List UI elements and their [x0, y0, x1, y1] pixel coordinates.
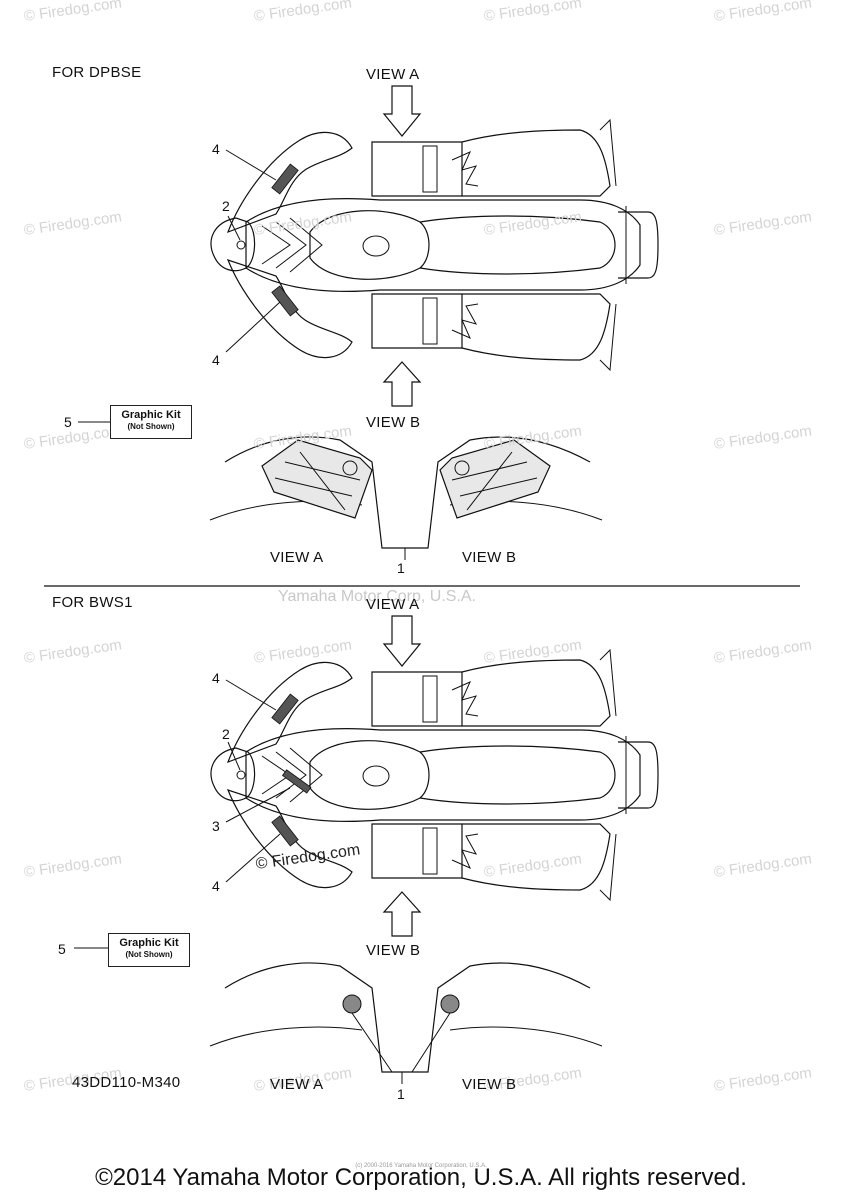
- section-2-view-a-bottom: VIEW A: [270, 1076, 324, 1093]
- graphic-kit-title: Graphic Kit: [121, 409, 181, 421]
- graphic-kit-title: Graphic Kit: [119, 937, 179, 949]
- section-2-view-b-top: VIEW B: [366, 942, 421, 959]
- section-2-view-b-bottom: VIEW B: [462, 1076, 517, 1093]
- section-1-view-a-top: VIEW A: [366, 66, 420, 83]
- section-1-graphic-kit-box: Graphic Kit (Not Shown): [110, 405, 192, 439]
- section-1-callout-5: 5: [64, 414, 72, 430]
- section-2-graphic-kit-box: Graphic Kit (Not Shown): [108, 933, 190, 967]
- section-2-callout-4-top: 4: [212, 670, 220, 686]
- graphic-kit-note: (Not Shown): [127, 422, 175, 431]
- graphic-kit-note: (Not Shown): [125, 950, 173, 959]
- section-2-view-a-top: VIEW A: [366, 596, 420, 613]
- micro-copyright: (c) 2000-2016 Yamaha Motor Corporation, …: [355, 1163, 487, 1169]
- section-2-heading: FOR BWS1: [52, 594, 133, 611]
- section-1-view-a-bottom: VIEW A: [270, 549, 324, 566]
- copyright-footer: ©2014 Yamaha Motor Corporation, U.S.A. A…: [95, 1164, 747, 1191]
- section-2-callout-4-bottom: 4: [212, 878, 220, 894]
- section-2-callout-2: 2: [222, 726, 230, 742]
- section-2-callout-1: 1: [397, 1086, 405, 1102]
- section-1-callout-4-bottom: 4: [212, 352, 220, 368]
- section-2-callout-5: 5: [58, 941, 66, 957]
- section-2-callout-3: 3: [212, 818, 220, 834]
- center-watermark: Yamaha Motor Corp, U.S.A.: [278, 588, 476, 605]
- section-1-callout-4-top: 4: [212, 141, 220, 157]
- section-1-view-b-bottom: VIEW B: [462, 549, 517, 566]
- part-code: 43DD110-M340: [72, 1074, 181, 1091]
- section-1-callout-1: 1: [397, 560, 405, 576]
- section-1-view-b-top: VIEW B: [366, 414, 421, 431]
- section-1-heading: FOR DPBSE: [52, 64, 142, 81]
- section-1-callout-2: 2: [222, 198, 230, 214]
